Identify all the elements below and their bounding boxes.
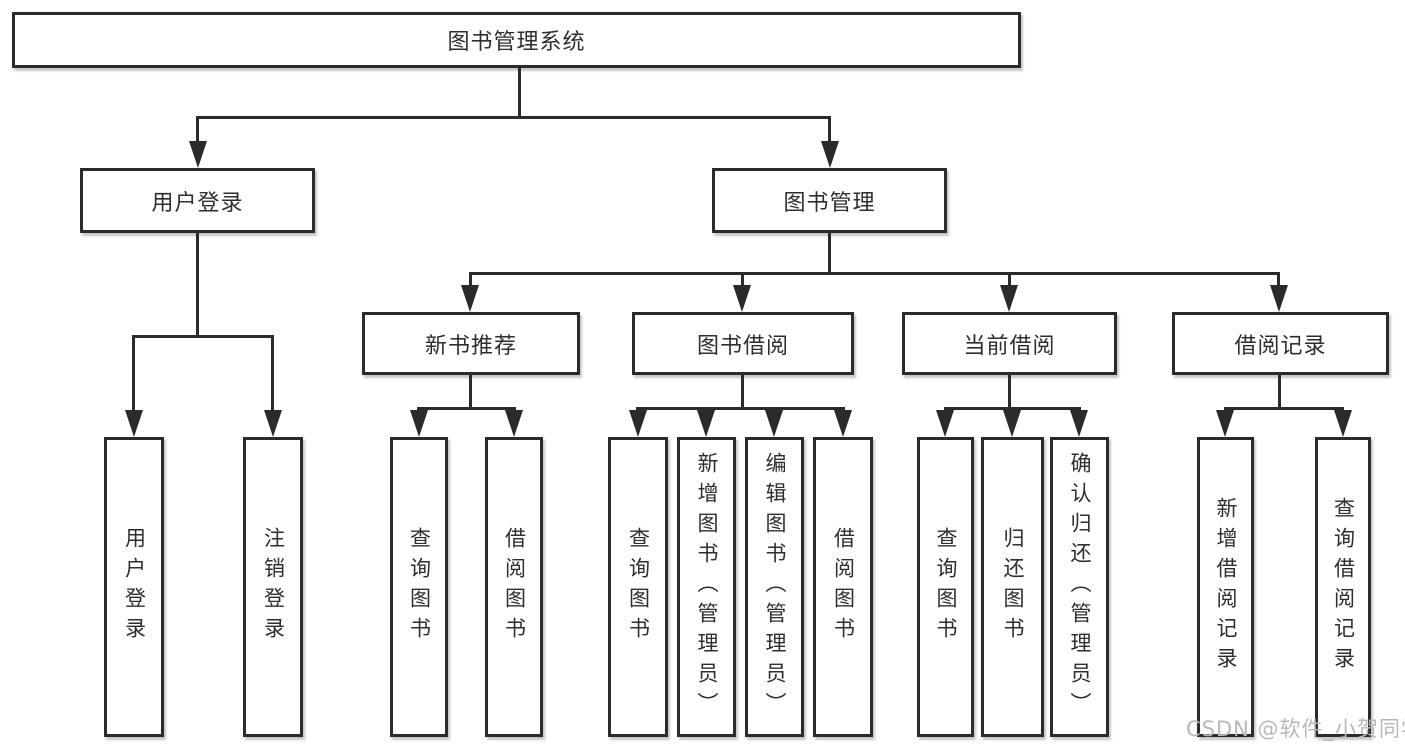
- node-book-management: 图书管理: [712, 168, 947, 233]
- leaf-borrow-books-recommend: 借阅图书: [485, 437, 543, 737]
- leaf-confirm-return-admin: 确认归还（管理员）: [1050, 437, 1109, 737]
- node-root: 图书管理系统: [12, 12, 1021, 68]
- leaf-query-books-borrow: 查询图书: [608, 437, 668, 737]
- arrowhead: [1000, 285, 1018, 312]
- leaf-label: 借阅图书: [502, 527, 527, 647]
- node-new-book-recommend-label: 新书推荐: [424, 333, 517, 359]
- arrowhead: [821, 141, 839, 168]
- arrowhead: [936, 410, 954, 437]
- connector-stem: [1277, 274, 1280, 286]
- connector-stem: [469, 274, 472, 286]
- leaf-add-borrow-record: 新增借阅记录: [1197, 437, 1254, 737]
- connector-book-mgmt-down: [828, 233, 831, 272]
- arrowhead: [1270, 285, 1288, 312]
- leaf-add-books-admin: 新增图书（管理员）: [677, 437, 736, 737]
- connector-book-mgmt-stem: [828, 118, 831, 143]
- leaf-label: 查询图书: [934, 527, 958, 647]
- leaf-query-books-current: 查询图书: [917, 437, 974, 737]
- connector-level3-bar: [469, 272, 1280, 275]
- csdn-watermark: CSDN @软件_小贺同学: [1186, 717, 1405, 741]
- connector-stem: [271, 337, 274, 411]
- node-current-borrow-label: 当前借阅: [963, 333, 1056, 359]
- arrowhead: [189, 141, 207, 168]
- leaf-label: 用户登录: [122, 527, 147, 647]
- arrowhead: [1070, 410, 1088, 437]
- node-book-borrow: 图书借阅: [632, 312, 854, 375]
- arrowhead: [733, 285, 751, 312]
- leaf-label: 归还图书: [1001, 527, 1025, 647]
- connector-new-book-down: [469, 375, 472, 407]
- leaf-label: 新增借阅记录: [1214, 497, 1238, 677]
- connector-book-borrow-bar: [636, 407, 845, 410]
- connector-new-book-bar: [417, 407, 516, 410]
- leaf-label: 编辑图书（管理员）: [763, 452, 787, 722]
- leaf-label: 确认归还（管理员）: [1068, 452, 1092, 722]
- connector-root-stem: [518, 67, 521, 116]
- arrowhead: [765, 410, 783, 437]
- arrowhead: [461, 285, 479, 312]
- connector-borrow-record-bar: [1224, 407, 1344, 410]
- arrowhead: [1003, 410, 1021, 437]
- leaf-query-books-recommend: 查询图书: [390, 437, 448, 737]
- leaf-label: 借阅图书: [831, 527, 856, 647]
- leaf-label: 查询图书: [407, 527, 432, 647]
- arrowhead: [410, 410, 428, 437]
- arrowhead: [629, 410, 647, 437]
- leaf-label: 新增图书（管理员）: [695, 452, 719, 722]
- node-borrow-record: 借阅记录: [1172, 312, 1389, 375]
- leaf-logout-login: 注销登录: [243, 437, 303, 737]
- connector-stem: [132, 337, 135, 411]
- connector-user-login-bar: [132, 335, 274, 338]
- leaf-label: 注销登录: [261, 527, 286, 647]
- leaf-return-books: 归还图书: [981, 437, 1044, 737]
- leaf-label: 查询图书: [626, 527, 651, 647]
- node-user-login-label: 用户登录: [151, 190, 244, 216]
- leaf-label: 查询借阅记录: [1331, 497, 1356, 677]
- arrowhead: [505, 410, 523, 437]
- node-book-borrow-label: 图书借阅: [696, 333, 789, 359]
- leaf-edit-books-admin: 编辑图书（管理员）: [745, 437, 804, 737]
- connector-level2-bar: [196, 116, 831, 119]
- connector-current-borrow-down: [1008, 375, 1011, 407]
- arrowhead: [1216, 410, 1234, 437]
- leaf-user-login: 用户登录: [104, 437, 164, 737]
- connector-stem: [741, 274, 744, 286]
- node-user-login: 用户登录: [80, 168, 315, 233]
- node-new-book-recommend: 新书推荐: [362, 312, 580, 375]
- connector-current-borrow-bar: [944, 407, 1081, 410]
- arrowhead: [1334, 410, 1352, 437]
- arrowhead: [125, 410, 143, 437]
- leaf-borrow-books: 借阅图书: [813, 437, 873, 737]
- node-borrow-record-label: 借阅记录: [1234, 333, 1327, 359]
- node-book-management-label: 图书管理: [783, 190, 876, 216]
- connector-borrow-record-down: [1278, 375, 1281, 407]
- arrowhead: [264, 410, 282, 437]
- connector-book-borrow-down: [741, 375, 744, 407]
- connector-user-login-stem: [196, 118, 199, 143]
- connector-stem: [1008, 274, 1011, 286]
- arrowhead: [834, 410, 852, 437]
- arrowhead: [697, 410, 715, 437]
- connector-user-login-down: [196, 233, 199, 335]
- leaf-query-borrow-record: 查询借阅记录: [1315, 437, 1371, 737]
- node-current-borrow: 当前借阅: [902, 312, 1117, 375]
- node-root-label: 图书管理系统: [447, 30, 586, 55]
